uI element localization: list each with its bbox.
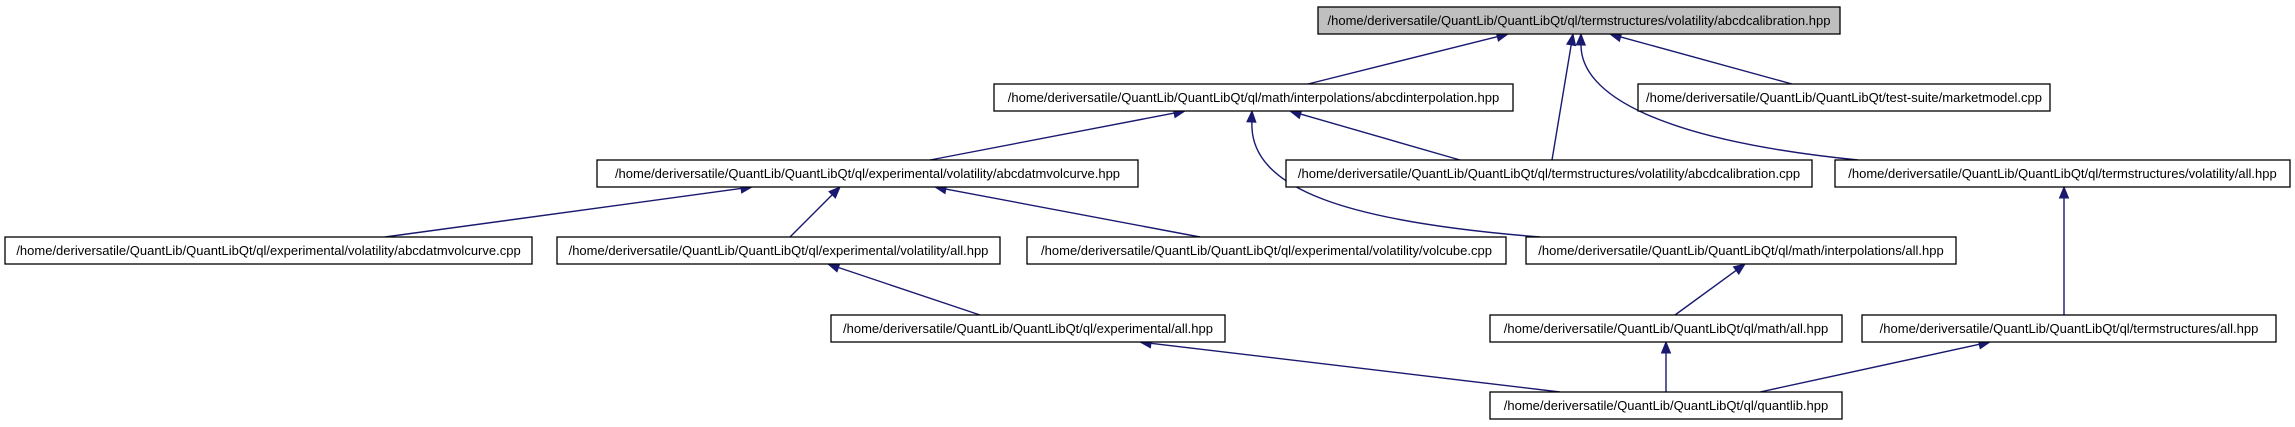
node-termstructures_all_hpp[interactable]: /home/deriversatile/QuantLib/QuantLibQt/… — [1861, 314, 2277, 343]
arrowhead-icon — [1246, 109, 1257, 123]
edge-quantlib_hpp-to-termstructures_all_hpp — [1759, 339, 1992, 393]
node-math_all_hpp[interactable]: /home/deriversatile/QuantLib/QuantLibQt/… — [1489, 314, 1843, 343]
node-quantlib_hpp[interactable]: /home/deriversatile/QuantLib/QuantLibQt/… — [1489, 391, 1843, 420]
node-abcdatmvolcurve_cpp[interactable]: /home/deriversatile/QuantLib/QuantLibQt/… — [4, 236, 533, 265]
node-box — [830, 314, 1226, 343]
node-abcdcalibration_hpp[interactable]: /home/deriversatile/QuantLib/QuantLibQt/… — [1317, 6, 1841, 35]
node-box — [556, 236, 1001, 265]
node-exp_volatility_all_hpp[interactable]: /home/deriversatile/QuantLib/QuantLibQt/… — [556, 236, 1001, 265]
arrowhead-icon — [2058, 185, 2070, 199]
edge-line — [1300, 113, 1461, 161]
node-label: /home/deriversatile/QuantLib/QuantLibQt/… — [1328, 13, 1831, 28]
node-box — [1489, 391, 1843, 420]
edge-abcdcalibration_cpp-to-abcdcalibration_hpp — [1551, 32, 1577, 161]
edge-line — [1307, 35, 1498, 85]
edge-abcdcalibration_cpp-to-abcdinterpolation_hpp — [1288, 109, 1461, 161]
node-box — [1026, 236, 1507, 265]
node-box — [4, 236, 533, 265]
edge-line — [1620, 36, 1793, 85]
edge-interpolations_all_hpp-to-abcdinterpolation_hpp — [1246, 109, 1541, 238]
arrowhead-icon — [1575, 32, 1587, 46]
node-abcdatmvolcurve_hpp[interactable]: /home/deriversatile/QuantLib/QuantLibQt/… — [596, 159, 1139, 188]
node-marketmodel_cpp[interactable]: /home/deriversatile/QuantLib/QuantLibQt/… — [1637, 83, 2051, 112]
arrowhead-icon — [828, 186, 841, 199]
node-box — [1317, 6, 1841, 35]
node-abcdinterpolation_hpp[interactable]: /home/deriversatile/QuantLib/QuantLibQt/… — [993, 83, 1514, 112]
edge-line — [1551, 44, 1572, 161]
edges-layer — [384, 31, 2070, 393]
node-volcube_cpp[interactable]: /home/deriversatile/QuantLib/QuantLibQt/… — [1026, 236, 1507, 265]
node-label: /home/deriversatile/QuantLib/QuantLibQt/… — [1008, 90, 1499, 105]
edge-line — [1251, 120, 1541, 238]
edge-marketmodel_cpp-to-abcdcalibration_hpp — [1608, 32, 1793, 85]
node-ts_volatility_all_hpp[interactable]: /home/deriversatile/QuantLib/QuantLibQt/… — [1834, 159, 2291, 188]
arrowhead-icon — [1660, 340, 1672, 354]
edge-line — [838, 266, 981, 316]
edge-abcdinterpolation_hpp-to-abcdcalibration_hpp — [1307, 31, 1510, 85]
edge-quantlib_hpp-to-math_all_hpp — [1660, 340, 1672, 392]
node-label: /home/deriversatile/QuantLib/QuantLibQt/… — [1646, 90, 2042, 105]
node-box — [1834, 159, 2291, 188]
edge-experimental_all_hpp-to-exp_volatility_all_hpp — [826, 262, 981, 316]
node-label: /home/deriversatile/QuantLib/QuantLibQt/… — [615, 166, 1120, 181]
node-box — [993, 83, 1514, 112]
edge-math_all_hpp-to-interpolations_all_hpp — [1674, 263, 1747, 316]
node-box — [1637, 83, 2051, 112]
edge-line — [1759, 343, 1980, 393]
node-abcdcalibration_cpp[interactable]: /home/deriversatile/QuantLib/QuantLibQt/… — [1285, 159, 1813, 188]
node-box — [1285, 159, 1813, 188]
edge-line — [1150, 342, 1561, 393]
node-box — [596, 159, 1139, 188]
nodes-layer: /home/deriversatile/QuantLib/QuantLibQt/… — [4, 6, 2291, 420]
edge-quantlib_hpp-to-experimental_all_hpp — [1138, 338, 1561, 393]
edge-abcdatmvolcurve_hpp-to-abcdinterpolation_hpp — [929, 108, 1187, 161]
node-label: /home/deriversatile/QuantLib/QuantLibQt/… — [1041, 243, 1492, 258]
node-experimental_all_hpp[interactable]: /home/deriversatile/QuantLib/QuantLibQt/… — [830, 314, 1226, 343]
node-label: /home/deriversatile/QuantLib/QuantLibQt/… — [1848, 166, 2276, 181]
node-label: /home/deriversatile/QuantLib/QuantLibQt/… — [16, 243, 520, 258]
arrowhead-icon — [1565, 32, 1577, 47]
node-label: /home/deriversatile/QuantLib/QuantLibQt/… — [1504, 398, 1828, 413]
edge-line — [384, 187, 742, 238]
edge-ts_volatility_all_hpp-to-abcdcalibration_hpp — [1575, 32, 1859, 161]
edge-line — [945, 188, 1201, 238]
node-box — [1489, 314, 1843, 343]
node-label: /home/deriversatile/QuantLib/QuantLibQt/… — [843, 321, 1213, 336]
node-box — [1861, 314, 2277, 343]
node-label: /home/deriversatile/QuantLib/QuantLibQt/… — [1880, 321, 2259, 336]
arrowhead-icon — [1732, 263, 1747, 275]
node-box — [1525, 236, 1957, 265]
edge-termstructures_all_hpp-to-ts_volatility_all_hpp — [2058, 185, 2070, 315]
node-label: /home/deriversatile/QuantLib/QuantLibQt/… — [1504, 321, 1828, 336]
edge-abcdatmvolcurve_cpp-to-abcdatmvolcurve_hpp — [384, 183, 754, 238]
edge-line — [789, 194, 833, 238]
edge-line — [929, 112, 1175, 161]
edge-line — [1580, 43, 1859, 161]
node-label: /home/deriversatile/QuantLib/QuantLibQt/… — [569, 243, 989, 258]
edge-line — [1674, 269, 1737, 316]
edge-volcube_cpp-to-abcdatmvolcurve_hpp — [933, 183, 1201, 238]
node-interpolations_all_hpp[interactable]: /home/deriversatile/QuantLib/QuantLibQt/… — [1525, 236, 1957, 265]
node-label: /home/deriversatile/QuantLib/QuantLibQt/… — [1538, 243, 1943, 258]
edge-exp_volatility_all_hpp-to-abcdatmvolcurve_hpp — [789, 186, 841, 238]
node-label: /home/deriversatile/QuantLib/QuantLibQt/… — [1298, 166, 1800, 181]
